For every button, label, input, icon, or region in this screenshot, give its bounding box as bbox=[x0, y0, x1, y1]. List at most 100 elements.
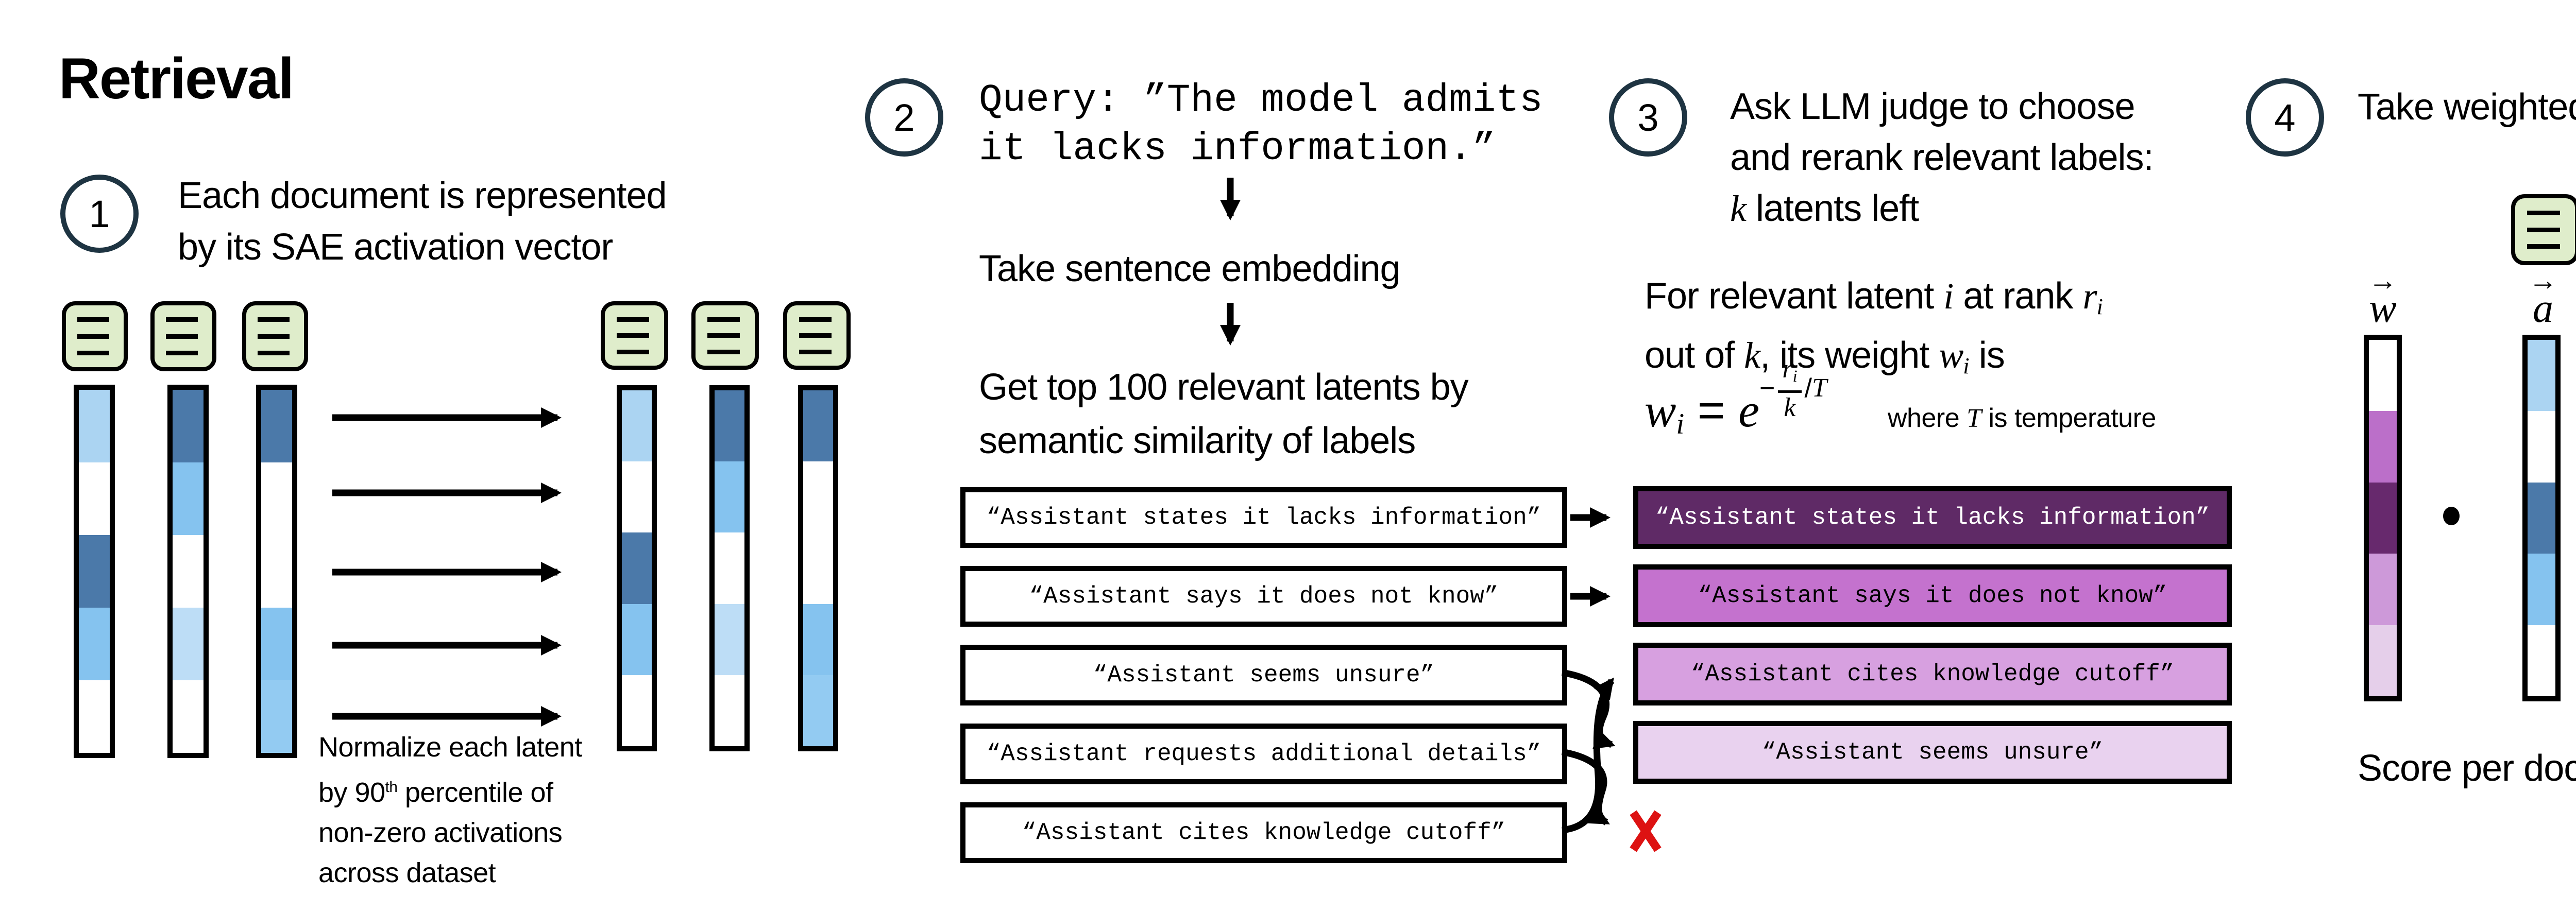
vector-segment bbox=[173, 390, 204, 462]
document-text-line bbox=[2527, 227, 2560, 232]
step-3-caption: Ask LLM judge to choose and rerank relev… bbox=[1730, 81, 2154, 234]
reranked-label-box: “Assistant cites knowledge cutoff” bbox=[1633, 643, 2232, 705]
vector-segment bbox=[2369, 482, 2397, 554]
vector-segment bbox=[79, 535, 110, 608]
weight-and-activation-vectors-bar bbox=[2522, 335, 2561, 701]
document-icon bbox=[691, 301, 759, 370]
vector-segment bbox=[2369, 625, 2397, 696]
weight-and-activation-vectors-bar bbox=[2364, 335, 2402, 701]
score-caption-text: Score per document = bbox=[2358, 748, 2576, 789]
take-embedding-label: Take sentence embedding bbox=[979, 248, 1401, 289]
vector-segment bbox=[622, 532, 652, 604]
vector-segment bbox=[173, 680, 204, 753]
dot-product-symbol bbox=[2443, 507, 2460, 525]
vector-segment bbox=[173, 535, 204, 608]
reranked-label-box: “Assistant says it does not know” bbox=[1633, 564, 2232, 627]
vector-segment bbox=[2369, 340, 2397, 411]
vector-segment bbox=[2528, 340, 2555, 411]
candidate-label-box: “Assistant states it lacks information” bbox=[960, 487, 1567, 548]
vector-segment bbox=[803, 675, 833, 746]
document-vectors-normalized-bar bbox=[709, 385, 750, 751]
candidate-label-box: “Assistant says it does not know” bbox=[960, 566, 1567, 627]
document-icon bbox=[2511, 194, 2576, 265]
query-line2: it lacks information.” bbox=[979, 127, 1496, 171]
step-3-caption-line3: k latents left bbox=[1730, 188, 1919, 229]
vector-segment bbox=[79, 680, 110, 753]
normalize-note: Normalize each latent by 90th percentile… bbox=[318, 727, 582, 893]
candidate-label-box: “Assistant seems unsure” bbox=[960, 645, 1567, 705]
document-text-line bbox=[799, 317, 832, 322]
step-1-number: 1 bbox=[89, 192, 110, 235]
vector-segment bbox=[715, 390, 744, 462]
discard-x-icon bbox=[1630, 810, 1662, 852]
step-1-caption-line1: Each document is represented bbox=[178, 175, 667, 216]
vector-segment bbox=[715, 461, 744, 533]
document-text-line bbox=[77, 350, 109, 355]
vector-segment bbox=[79, 462, 110, 535]
step-4-badge: 4 bbox=[2246, 78, 2324, 157]
vector-segment bbox=[2369, 554, 2397, 625]
vector-segment bbox=[622, 461, 652, 533]
score-caption: Score per document = →w · →a bbox=[2358, 743, 2576, 837]
candidate-label-box: “Assistant cites knowledge cutoff” bbox=[960, 802, 1567, 863]
document-text-line bbox=[258, 317, 290, 322]
normalize-note-l3: non-zero activations bbox=[318, 817, 563, 848]
page-title: Retrieval bbox=[59, 46, 294, 111]
document-text-line bbox=[166, 334, 198, 339]
vector-segment bbox=[2528, 625, 2555, 696]
document-vectors-normalized-bar bbox=[617, 385, 657, 751]
reranked-label-box: “Assistant seems unsure” bbox=[1633, 721, 2232, 784]
document-text-line bbox=[707, 317, 740, 322]
vector-segment bbox=[79, 390, 110, 462]
reranked-label-box: “Assistant states it lacks information” bbox=[1633, 486, 2232, 549]
normalize-note-l2: by 90th percentile of bbox=[318, 777, 553, 808]
query-line1: Query: ”The model admits bbox=[979, 78, 1543, 123]
query-text: Query: ”The model admits it lacks inform… bbox=[979, 76, 1543, 173]
vector-segment bbox=[79, 608, 110, 680]
document-text-line bbox=[77, 334, 109, 339]
document-vectors-raw-bar bbox=[256, 385, 297, 758]
document-text-line bbox=[707, 349, 740, 354]
document-icon bbox=[62, 301, 128, 371]
step-3-caption-line2: and rerank relevant labels: bbox=[1730, 137, 2154, 178]
document-text-line bbox=[77, 317, 109, 322]
w-vector-label: → w bbox=[2361, 266, 2405, 329]
weight-explanation-line1: For relevant latent i at rank ri bbox=[1645, 276, 2103, 320]
document-vectors-raw-bar bbox=[74, 385, 115, 758]
document-text-line bbox=[799, 349, 832, 354]
document-text-line bbox=[258, 350, 290, 355]
vector-segment bbox=[803, 461, 833, 604]
vector-segment bbox=[2528, 411, 2555, 483]
document-icon bbox=[150, 301, 216, 371]
a-vector-label-1: → a bbox=[2521, 266, 2565, 329]
get-top-latents-line2: semantic similarity of labels bbox=[979, 420, 1416, 461]
rerank-arrow-unsure bbox=[1561, 669, 1616, 749]
document-text-line bbox=[258, 334, 290, 339]
document-vectors-raw-bar bbox=[167, 385, 209, 758]
document-text-line bbox=[166, 317, 198, 322]
vector-segment bbox=[803, 390, 833, 462]
vector-segment bbox=[2528, 554, 2555, 625]
vector-segment bbox=[261, 462, 292, 608]
step-1-caption: Each document is represented by its SAE … bbox=[178, 170, 667, 273]
normalize-arrows bbox=[332, 407, 562, 727]
rerank-arrows bbox=[1561, 507, 1616, 834]
vector-segment bbox=[261, 390, 292, 462]
document-text-line bbox=[617, 317, 650, 322]
document-text-line bbox=[617, 349, 650, 354]
normalize-note-l1: Normalize each latent bbox=[318, 732, 582, 763]
normalize-note-l4: across dataset bbox=[318, 857, 496, 888]
step-3-number: 3 bbox=[1637, 96, 1659, 139]
weight-formula-lhs: wi = e bbox=[1645, 384, 1759, 441]
document-icon bbox=[601, 301, 668, 370]
vector-segment bbox=[622, 604, 652, 675]
document-text-line bbox=[2527, 210, 2560, 215]
step-3-caption-line1: Ask LLM judge to choose bbox=[1730, 86, 2135, 127]
document-text-line bbox=[617, 333, 650, 338]
step-4-number: 4 bbox=[2274, 96, 2296, 139]
vector-segment bbox=[261, 680, 292, 753]
document-text-line bbox=[799, 333, 832, 338]
